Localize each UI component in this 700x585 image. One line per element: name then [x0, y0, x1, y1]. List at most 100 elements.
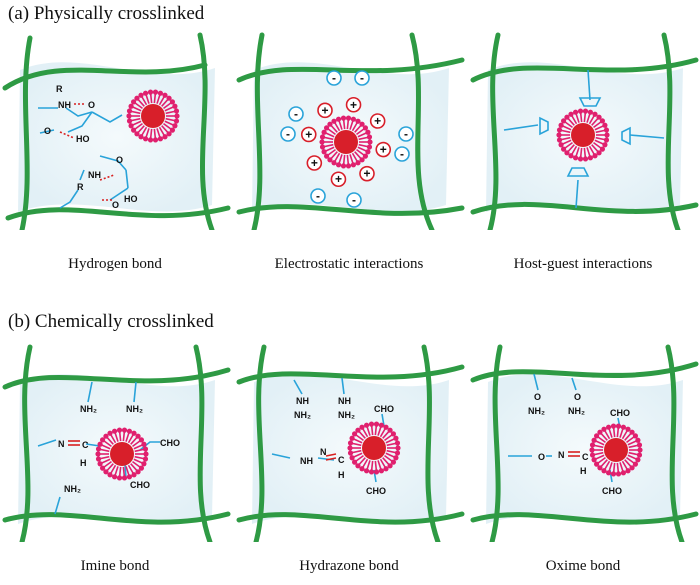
surfactant-head: [131, 430, 137, 436]
negative-charge: [346, 192, 362, 208]
charge-ring: ++++++++--------: [280, 70, 414, 208]
surfactant-head: [166, 95, 172, 101]
surfactant-head: [355, 427, 361, 433]
surfactant-head: [359, 121, 365, 127]
label-cho: CHO: [160, 438, 180, 448]
surfactant-head: [365, 129, 371, 135]
imine-double-bond: [68, 440, 80, 446]
negative-charge-sign: -: [294, 107, 298, 121]
surfactant-head: [363, 422, 370, 428]
label-ho: HO: [76, 134, 90, 144]
surfactant-head: [587, 109, 594, 115]
surfactant-head: [591, 437, 597, 443]
surfactant-head: [142, 446, 149, 452]
label-nh2: NH₂: [80, 404, 97, 414]
positive-charge: [300, 126, 317, 143]
micelle: [556, 108, 610, 162]
surfactant-head: [138, 134, 144, 140]
surfactant-head: [166, 131, 172, 137]
surfactant-head: [589, 447, 595, 453]
oxime-linkers: [508, 373, 621, 483]
surfactant-head: [349, 435, 355, 441]
surfactant-head: [134, 95, 140, 101]
caption-oxime-bond: Oxime bond: [545, 558, 621, 574]
surfactant-head: [126, 118, 133, 124]
label-o: O: [116, 155, 123, 165]
negative-charge-sign: -: [404, 127, 408, 141]
surfactant-head: [558, 122, 564, 128]
surfactant-head: [577, 156, 584, 162]
surfactant-head: [172, 103, 178, 109]
surfactant-head: [116, 475, 123, 481]
surfactant-head: [572, 109, 579, 115]
surfactant-head: [604, 132, 610, 138]
micelle-core: [334, 130, 358, 154]
surfactant-head: [383, 424, 389, 430]
imine-linkers: [37, 381, 160, 515]
surfactant-head: [351, 431, 358, 437]
surfactant-head: [173, 108, 180, 114]
hydrogen-bond-diagram: R NH O O HO O R NH O HO: [2, 32, 231, 230]
surfactant-head: [130, 127, 137, 133]
surfactant-head: [610, 471, 617, 477]
surfactant-head: [564, 150, 570, 156]
surfactant-head: [368, 421, 375, 427]
surfactant-head: [95, 451, 101, 457]
surfactant-head: [331, 118, 337, 124]
host-guest-diagram: [470, 32, 699, 230]
surfactant-head: [593, 433, 600, 439]
positive-charge: [369, 113, 386, 129]
micelle-core: [141, 104, 165, 128]
negative-charge: [288, 106, 304, 122]
label-nh: NH: [58, 100, 71, 110]
hydrogen-bond-linkers: [38, 107, 129, 209]
surfactant-head: [368, 469, 375, 475]
surfactant-head: [564, 114, 570, 120]
surfactant-head: [394, 440, 401, 446]
label-cho: CHO: [610, 408, 630, 418]
surfactant-head: [359, 466, 365, 472]
polymer-network: [236, 32, 465, 230]
surfactant-head: [359, 424, 365, 430]
caption-hydrazone-bond: Hydrazone bond: [299, 558, 399, 574]
surfactant-head: [556, 137, 563, 143]
surfactant-head: [172, 123, 178, 129]
negative-charge-sign: -: [286, 127, 290, 141]
surfactant-head: [345, 115, 352, 121]
section-title-physically-crosslinked: (a) Physically crosslinked: [8, 3, 205, 24]
surfactant-head: [345, 163, 352, 169]
label-cho: CHO: [130, 480, 150, 490]
surfactant-head: [126, 108, 133, 114]
hydrazone-bond-diagram: NH NH NH₂ NH₂ NH N C H CHO CHO: [236, 344, 465, 542]
surfactant-head: [366, 144, 373, 150]
surfactant-head: [355, 118, 361, 124]
surfactant-head: [350, 116, 357, 122]
label-nh2: NH₂: [568, 406, 585, 416]
positive-charge-sign: +: [374, 114, 381, 128]
surfactant-head: [635, 457, 641, 463]
polymer-network: [470, 344, 699, 542]
surfactant-head: [589, 452, 596, 458]
caption-electrostatic-interactions: Electrostatic interactions: [274, 256, 424, 272]
label-n: N: [558, 450, 565, 460]
section-title-chemically-crosslinked: (b) Chemically crosslinked: [8, 311, 214, 332]
surfactant-head: [340, 163, 347, 169]
surfactant-head: [121, 475, 128, 481]
surfactant-head: [592, 153, 598, 159]
surfactant-head: [131, 472, 137, 478]
negative-charge: [280, 126, 296, 142]
caption-host-guest-interactions: Host-guest interactions: [513, 256, 653, 272]
surfactant-head: [355, 160, 361, 166]
micelle: [126, 89, 180, 143]
label-nh2: NH₂: [528, 406, 545, 416]
surfactant-head: [558, 142, 564, 148]
surfactant-head: [97, 441, 103, 447]
positive-charge: [345, 96, 362, 113]
micelle: [95, 427, 149, 481]
surfactant-head: [390, 459, 397, 465]
panel-oxime-bond: O O NH₂ NH₂ O N C H CHO CHO: [468, 342, 700, 542]
label-c: C: [82, 440, 89, 450]
surfactant-head: [138, 465, 145, 471]
surfactant-head: [637, 447, 643, 453]
surfactant-head: [335, 116, 342, 122]
